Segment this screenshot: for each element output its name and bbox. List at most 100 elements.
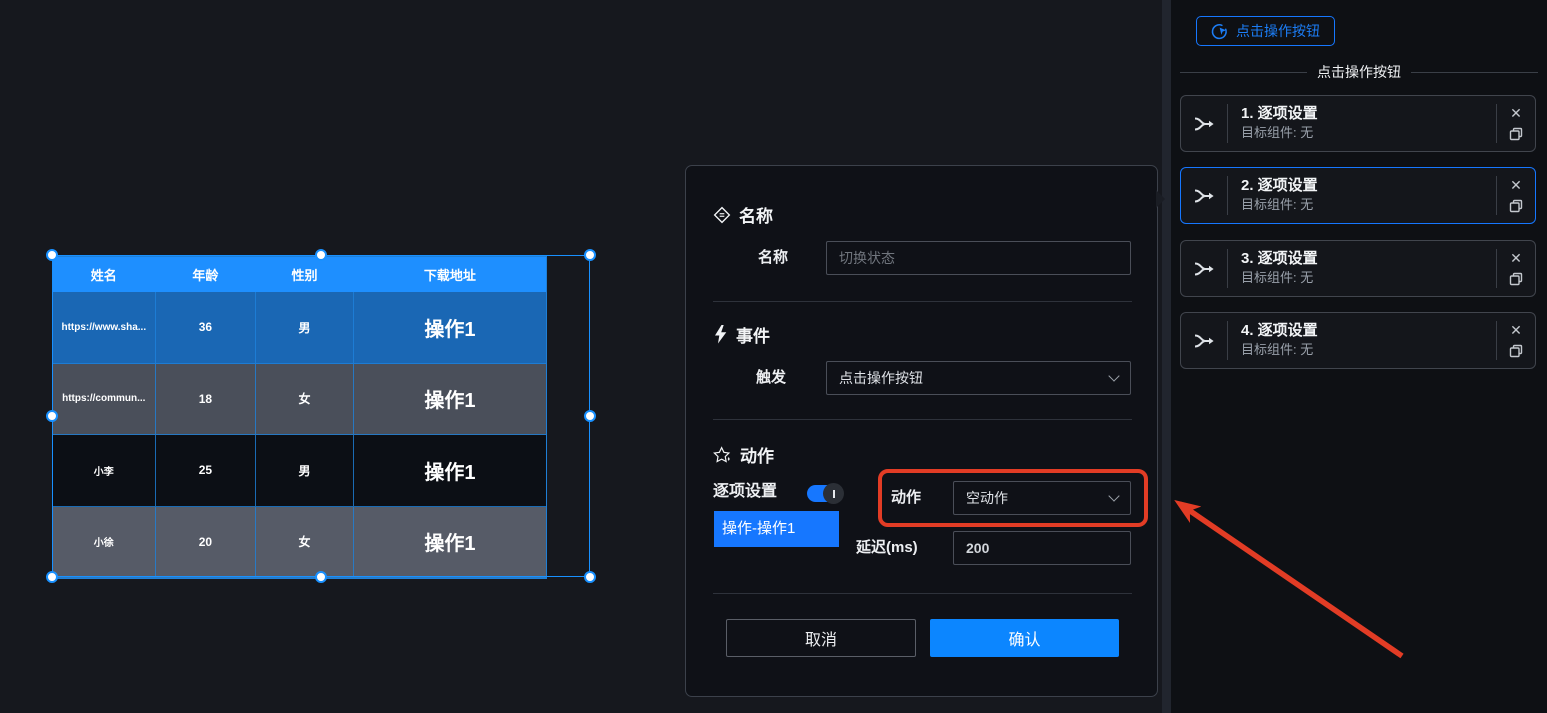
name-input[interactable] [839,242,1118,274]
event-group-title: 点击操作按钮 [1317,64,1401,80]
table-cell: 女 [256,506,354,578]
card-operations: ✕ [1497,168,1535,223]
per-item-toggle[interactable] [807,483,844,504]
trigger-event-button[interactable]: 点击操作按钮 [1196,16,1335,46]
table-cell: 小徐 [53,506,156,578]
section-title: 动作 [740,447,774,466]
delay-input[interactable] [966,532,1118,564]
toggle-knob [823,483,844,504]
action-item-title: 3. 逐项设置 [1241,250,1318,267]
resize-handle-bottom-middle[interactable] [315,571,327,583]
action-select[interactable]: 空动作 [953,481,1131,515]
event-group-divider: 点击操作按钮 [1180,64,1538,80]
dialog-pointer [1156,190,1165,208]
card-divider [1496,249,1497,288]
copy-icon[interactable] [1509,127,1523,141]
chevron-down-icon [1108,490,1120,502]
table-header-cell: 性别 [291,267,318,283]
action-select-value: 空动作 [966,490,1008,506]
card-divider [1496,321,1497,360]
table-cell: https://www.sha... [53,292,156,364]
action-item-title: 1. 逐项设置 [1241,105,1318,122]
action-list-item[interactable]: 4. 逐项设置 目标组件: 无 ✕ [1180,312,1536,369]
action-item-title: 2. 逐项设置 [1241,177,1318,194]
click-cursor-icon [1211,23,1227,39]
table-row: 小徐 20 女 操作1 [53,506,546,578]
merge-arrow-icon [1181,168,1227,223]
action-list-item[interactable]: 2. 逐项设置 目标组件: 无 ✕ [1180,167,1536,224]
action-item-subtitle: 目标组件: 无 [1241,197,1314,212]
card-text: 3. 逐项设置 目标组件: 无 [1228,241,1496,296]
merge-arrow-icon [1181,313,1227,368]
event-section-header: 事件 [713,322,770,347]
resize-handle-top-left[interactable] [46,249,58,261]
delay-input-wrap [953,531,1131,565]
table-header-cell: 下载地址 [423,267,476,283]
table-header-row: 姓名 年龄 性别 下载地址 [53,257,546,292]
lightning-icon [715,325,727,344]
card-operations: ✕ [1497,313,1535,368]
action-list-item[interactable]: 1. 逐项设置 目标组件: 无 ✕ [1180,95,1536,152]
section-divider [713,301,1132,302]
name-field-label: 名称 [758,249,789,266]
action-item-subtitle: 目标组件: 无 [1241,270,1314,285]
copy-icon[interactable] [1509,344,1523,358]
table-cell: 25 [155,435,257,507]
chevron-down-icon [1108,370,1120,382]
card-divider [1227,249,1228,288]
close-icon[interactable]: ✕ [1510,177,1522,193]
delay-field-label: 延迟(ms) [856,539,918,556]
close-icon[interactable]: ✕ [1510,105,1522,121]
action-item-tab[interactable]: 操作-操作1 [714,511,839,547]
resize-handle-middle-left[interactable] [46,410,58,422]
action-list-item[interactable]: 3. 逐项设置 目标组件: 无 ✕ [1180,240,1536,297]
table-cell: 小李 [53,435,156,507]
event-config-dialog: 名称 名称 事件 触发 点击操作按钮 动作 逐项设置 操作-操作1 动作 空动作… [685,165,1165,697]
data-table-component[interactable]: 姓名 年龄 性别 下载地址 https://www.sha... 36 男 操作… [52,256,547,579]
card-operations: ✕ [1497,241,1535,296]
row-action-button[interactable]: 操作1 [353,292,546,364]
card-divider [1496,176,1497,215]
merge-arrow-icon [1181,241,1227,296]
divider-line [1180,71,1307,73]
copy-icon[interactable] [1509,199,1523,213]
close-icon[interactable]: ✕ [1510,322,1522,338]
confirm-button[interactable]: 确认 [930,619,1119,657]
resize-handle-bottom-left[interactable] [46,571,58,583]
star-sparkle-icon [713,445,731,463]
cancel-button[interactable]: 取消 [726,619,916,657]
name-section-header: 名称 [713,202,773,227]
resize-handle-top-right[interactable] [584,249,596,261]
resize-handle-bottom-right[interactable] [584,571,596,583]
per-item-label: 逐项设置 [713,483,778,500]
trigger-select[interactable]: 点击操作按钮 [826,361,1131,395]
resize-handle-middle-right[interactable] [584,410,596,422]
close-icon[interactable]: ✕ [1510,250,1522,266]
table-row: 小李 25 男 操作1 [53,435,546,507]
row-action-button[interactable]: 操作1 [353,435,546,507]
resize-handle-top-middle[interactable] [315,249,327,261]
action-field-label: 动作 [891,489,922,506]
action-item-subtitle: 目标组件: 无 [1241,125,1314,140]
card-text: 1. 逐项设置 目标组件: 无 [1228,96,1496,151]
card-divider [1227,104,1228,143]
table-cell: 男 [256,292,354,364]
event-list-panel: 点击操作按钮 点击操作按钮 1. 逐项设置 目标组件: 无 ✕ [1171,0,1547,713]
card-divider [1227,176,1228,215]
action-item-subtitle: 目标组件: 无 [1241,342,1314,357]
section-title: 事件 [736,327,770,346]
row-action-button[interactable]: 操作1 [353,364,546,435]
row-action-button[interactable]: 操作1 [353,507,546,578]
copy-icon[interactable] [1509,272,1523,286]
table-cell: 20 [155,506,257,578]
card-text: 4. 逐项设置 目标组件: 无 [1228,313,1496,368]
section-title: 名称 [739,207,773,226]
card-divider [1227,321,1228,360]
panel-divider [1162,0,1171,713]
table-row: https://www.sha... 36 男 操作1 [53,292,546,364]
action-item-title: 4. 逐项设置 [1241,322,1318,339]
card-operations: ✕ [1497,96,1535,151]
merge-arrow-icon [1181,96,1227,151]
diamond-list-icon [713,206,731,223]
table-cell: 36 [155,292,257,364]
